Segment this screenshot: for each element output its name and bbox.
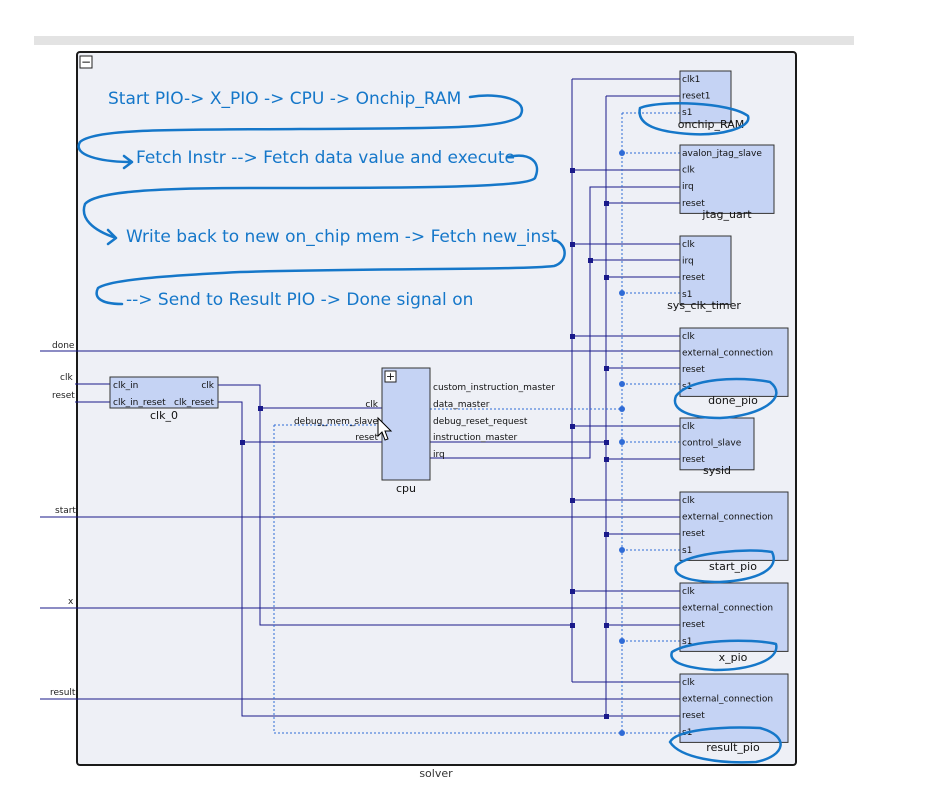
clk0-port-clk-in: clk_in: [113, 381, 138, 391]
onchip-ram-name: onchip_RAM: [678, 118, 744, 131]
result-pio-port-clk: clk: [682, 678, 695, 688]
components-layer: clk1reset1s1onchip_RAMavalon_jtag_slavec…: [667, 70, 789, 754]
clk0-port-clk: clk: [201, 381, 214, 391]
sys-clk-timer-port-reset: reset: [682, 273, 705, 283]
cpu-port-clk: clk: [365, 400, 378, 410]
cpu-block[interactable]: + clk debug_mem_slave reset custom_instr…: [294, 367, 555, 495]
collapse-button[interactable]: [79, 55, 93, 69]
jtag-uart-port-clk: clk: [682, 166, 695, 176]
jtag-uart-port-avalon-jtag-slave: avalon_jtag_slave: [682, 149, 762, 159]
x-pio-port-external-connection: external_connection: [682, 604, 773, 614]
sysid-port-clk: clk: [682, 422, 695, 432]
collapse-icon: −: [81, 55, 91, 69]
expand-button[interactable]: [384, 370, 397, 383]
start-pio-port-s1: s1: [682, 546, 692, 556]
annotation-circle-x: [670, 639, 778, 672]
x-pio-name: x_pio: [719, 651, 748, 664]
annotation-arrow-1: [77, 94, 524, 170]
done-pio-name: done_pio: [708, 394, 758, 407]
annotation-line-4: --> Send to Result PIO -> Done signal on: [126, 290, 473, 310]
sysid-port-reset: reset: [682, 455, 705, 465]
mouse-cursor-icon: [377, 416, 393, 441]
start-pio-port-clk: clk: [682, 496, 695, 506]
cpu-port-irq: irq: [433, 450, 445, 460]
annotation-line-3: Write back to new on_chip mem -> Fetch n…: [126, 227, 557, 247]
clk0-name: clk_0: [150, 409, 178, 422]
start-pio-port-external-connection: external_connection: [682, 513, 773, 523]
export-label-x: x: [68, 597, 74, 607]
result-pio-port-external-connection: external_connection: [682, 695, 773, 705]
jtag-uart-port-irq: irq: [682, 182, 694, 192]
sys-clk-timer-port-s1: s1: [682, 290, 692, 300]
annotation-circle-start: [674, 549, 775, 584]
avalon-bus-wires: [273, 112, 680, 734]
cpu-port-instruction-master: instruction_master: [433, 433, 518, 443]
export-label-result: result: [50, 688, 76, 698]
clk0-port-clk-reset: clk_reset: [174, 398, 214, 408]
sysid-port-control-slave: control_slave: [682, 439, 742, 449]
cpu-port-custom-instruction-master: custom_instruction_master: [433, 383, 555, 393]
x-pio-port-clk: clk: [682, 587, 695, 597]
done-pio-port-external-connection: external_connection: [682, 349, 773, 359]
connection-wires: [40, 78, 680, 717]
annotation-line-2: Fetch Instr --> Fetch data value and exe…: [136, 148, 515, 168]
annotation-circle-result: [668, 726, 782, 764]
expand-icon: +: [386, 370, 395, 383]
bus-junction-dots: [619, 150, 625, 736]
annotation-circle-onchip: [638, 102, 750, 136]
onchip-ram-port-reset1: reset1: [682, 92, 711, 102]
onchip-ram-port-s1: s1: [682, 108, 692, 118]
onchip-ram-port-clk1: clk1: [682, 75, 700, 85]
jtag-uart-name: jtag_uart: [701, 208, 752, 221]
clk0-block[interactable]: clk_in clk_in_reset clk clk_reset clk_0: [109, 376, 219, 422]
clk0-port-clk-in-reset: clk_in_reset: [113, 398, 166, 408]
annotation-layer: Start PIO-> X_PIO -> CPU -> Onchip_RAM F…: [77, 89, 782, 764]
system-name-label: solver: [419, 767, 453, 780]
x-pio-port-reset: reset: [682, 620, 705, 630]
export-label-reset: reset: [52, 391, 75, 401]
annotation-circle-done: [673, 377, 778, 420]
done-pio-port-clk: clk: [682, 332, 695, 342]
x-pio-port-s1: s1: [682, 637, 692, 647]
cpu-port-debug-mem-slave: debug_mem_slave: [294, 417, 378, 427]
annotation-line-1: Start PIO-> X_PIO -> CPU -> Onchip_RAM: [108, 89, 461, 109]
result-pio-name: result_pio: [706, 741, 760, 754]
export-label-clk: clk: [60, 373, 73, 383]
junction-dots: [240, 168, 609, 719]
window-top-bar: [34, 36, 854, 45]
sys-clk-timer-name: sys_clk_timer: [667, 299, 741, 312]
cpu-port-debug-reset-request: debug_reset_request: [433, 417, 528, 427]
jtag-uart-port-reset: reset: [682, 199, 705, 209]
start-pio-port-reset: reset: [682, 529, 705, 539]
export-label-done: done: [52, 341, 75, 351]
system-frame: [76, 51, 797, 766]
cpu-port-reset: reset: [355, 433, 378, 443]
result-pio-port-reset: reset: [682, 711, 705, 721]
export-label-start: start: [55, 506, 76, 516]
start-pio-name: start_pio: [709, 560, 757, 573]
sys-clk-timer-port-clk: clk: [682, 240, 695, 250]
annotation-arrow-2: [82, 154, 539, 246]
done-pio-port-reset: reset: [682, 365, 705, 375]
annotation-arrow-3: [95, 238, 566, 306]
cpu-name: cpu: [396, 482, 416, 495]
sysid-name: sysid: [703, 464, 731, 477]
sys-clk-timer-port-irq: irq: [682, 257, 694, 267]
cpu-port-data-master: data_master: [433, 400, 490, 410]
